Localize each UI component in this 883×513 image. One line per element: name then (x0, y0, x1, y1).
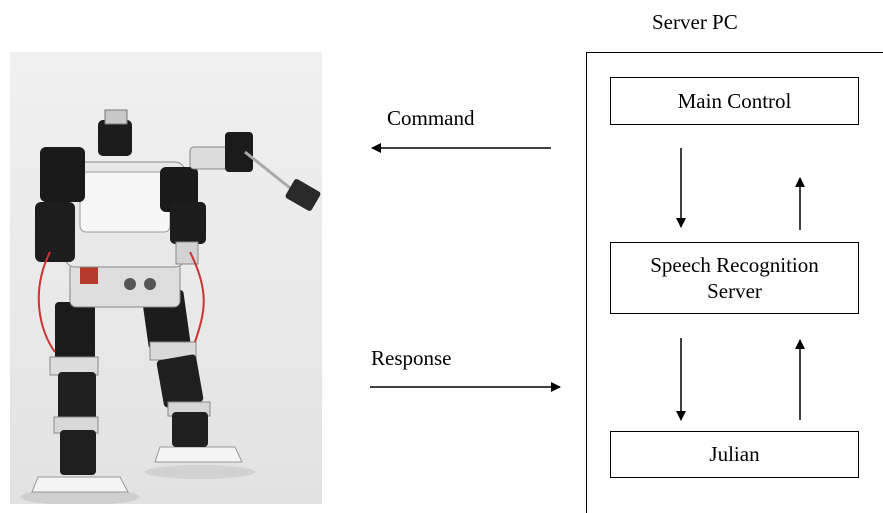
main-control-label: Main Control (677, 88, 792, 113)
server-pc-title: Server PC (652, 10, 738, 34)
command-label: Command (387, 106, 475, 130)
main-control-block: Main Control (610, 77, 859, 125)
julian-label: Julian (709, 442, 760, 467)
speech-recognition-server-label: Speech Recognition Server (650, 252, 819, 303)
speech-recognition-server-block: Speech Recognition Server (610, 242, 859, 314)
humanoid-robot-illustration (20, 109, 321, 504)
response-label: Response (371, 346, 452, 370)
robot-photo (10, 52, 322, 504)
julian-block: Julian (610, 431, 859, 478)
server-pc-frame (586, 52, 883, 513)
